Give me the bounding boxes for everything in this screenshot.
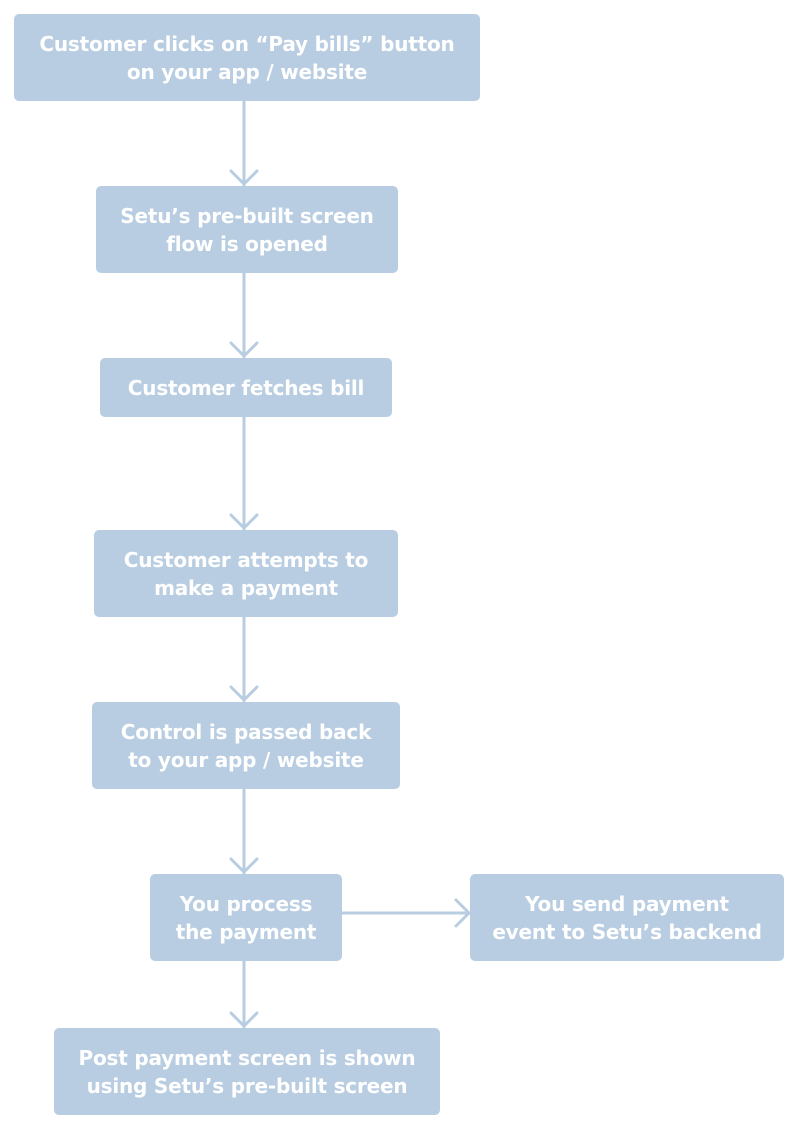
- step-you-process-payment: You process the payment: [150, 874, 342, 961]
- step-label-line-2: using Setu’s pre-built screen: [86, 1073, 408, 1098]
- step-label-line-2: to your app / website: [128, 747, 364, 772]
- step-label-line-2: make a payment: [154, 575, 338, 600]
- step-prebuilt-screen-opened: Setu’s pre-built screen flow is opened: [96, 186, 398, 273]
- arrow-2-to-3: [229, 271, 259, 359]
- step-customer-fetches-bill: Customer fetches bill: [100, 358, 392, 417]
- arrow-6-to-6b: [340, 898, 471, 928]
- step-label-line-2: the payment: [175, 919, 317, 944]
- arrow-5-to-6: [229, 787, 259, 875]
- step-send-payment-event: You send payment event to Setu’s backend: [470, 874, 784, 961]
- step-label: Post payment screen is shown using Setu’…: [79, 1044, 416, 1100]
- step-label-line-1: Customer attempts to: [123, 547, 369, 572]
- step-label-line-1: Setu’s pre-built screen: [120, 203, 374, 228]
- arrow-1-to-2: [229, 99, 259, 187]
- step-label: Setu’s pre-built screen flow is opened: [120, 202, 374, 258]
- step-label: Control is passed back to your app / web…: [120, 718, 372, 774]
- step-post-payment-screen: Post payment screen is shown using Setu’…: [54, 1028, 440, 1115]
- step-label: You send payment event to Setu’s backend: [492, 890, 762, 946]
- step-label-line-1: Customer clicks on “Pay bills” button: [39, 31, 455, 56]
- arrow-4-to-5: [229, 615, 259, 703]
- step-label-line-1: You send payment: [525, 891, 729, 916]
- step-label: Customer attempts to make a payment: [123, 546, 369, 602]
- step-customer-attempts-payment: Customer attempts to make a payment: [94, 530, 398, 617]
- step-customer-clicks-pay-bills: Customer clicks on “Pay bills” button on…: [14, 14, 480, 101]
- step-label-line-2: event to Setu’s backend: [492, 919, 762, 944]
- step-control-passed-back: Control is passed back to your app / web…: [92, 702, 400, 789]
- arrow-6-to-7: [229, 959, 259, 1029]
- step-label-line-1: Customer fetches bill: [127, 375, 365, 400]
- step-label: Customer clicks on “Pay bills” button on…: [39, 30, 454, 86]
- step-label-line-1: Control is passed back: [120, 719, 372, 744]
- step-label: Customer fetches bill: [127, 374, 365, 402]
- step-label-line-1: Post payment screen is shown: [78, 1045, 416, 1070]
- step-label-line-2: on your app / website: [126, 59, 368, 84]
- step-label-line-1: You process: [179, 891, 313, 916]
- arrow-3-to-4: [229, 415, 259, 531]
- step-label: You process the payment: [176, 890, 317, 946]
- step-label-line-2: flow is opened: [166, 231, 328, 256]
